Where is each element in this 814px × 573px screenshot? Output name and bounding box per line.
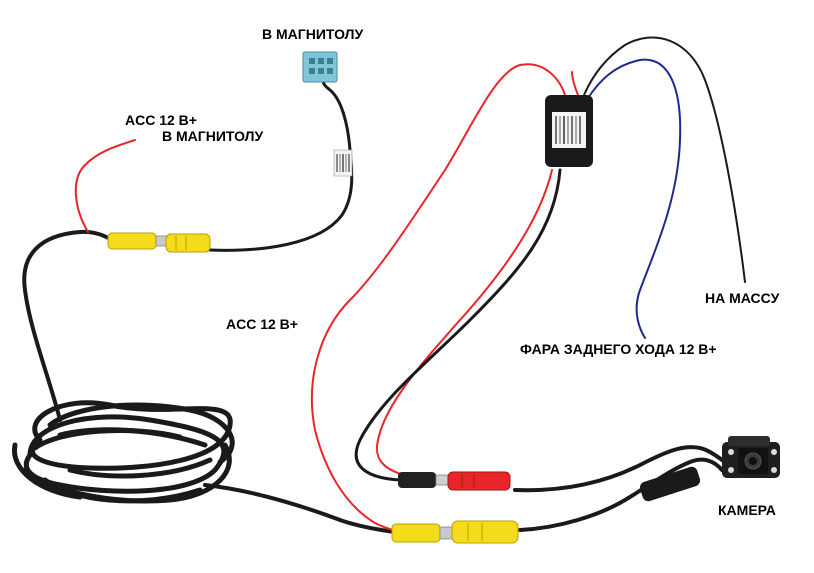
filter-module — [545, 95, 593, 167]
module-top-wire-blue — [588, 60, 680, 338]
black-cable-left — [24, 232, 112, 420]
rca-connector-bottom — [392, 521, 518, 543]
label-acc-middle: ACC 12 В+ — [226, 316, 298, 332]
label-head-unit-left: В МАГНИТОЛУ — [162, 128, 263, 144]
rca-connector-left — [108, 233, 210, 252]
red-acc-wire-middle — [312, 64, 565, 532]
coiled-cable — [14, 403, 232, 501]
red-acc-wire-left — [76, 140, 135, 232]
barcode-sticker — [334, 150, 352, 176]
black-signal-wire — [356, 170, 560, 480]
head-unit-connector — [303, 52, 337, 82]
camera — [722, 436, 780, 478]
module-top-wire-red — [572, 72, 578, 95]
label-head-unit-top: В МАГНИТОЛУ — [262, 26, 363, 42]
label-ground: НА МАССУ — [705, 290, 779, 306]
black-cable-to-head-unit — [210, 80, 352, 250]
rca-connector-pair — [398, 472, 510, 490]
black-cable-bottom — [205, 485, 395, 532]
label-camera: КАМЕРА — [718, 502, 776, 518]
label-reverse-light: ФАРА ЗАДНЕГО ХОДА 12 В+ — [520, 341, 717, 357]
label-acc-left: ACC 12 В+ — [125, 112, 197, 128]
